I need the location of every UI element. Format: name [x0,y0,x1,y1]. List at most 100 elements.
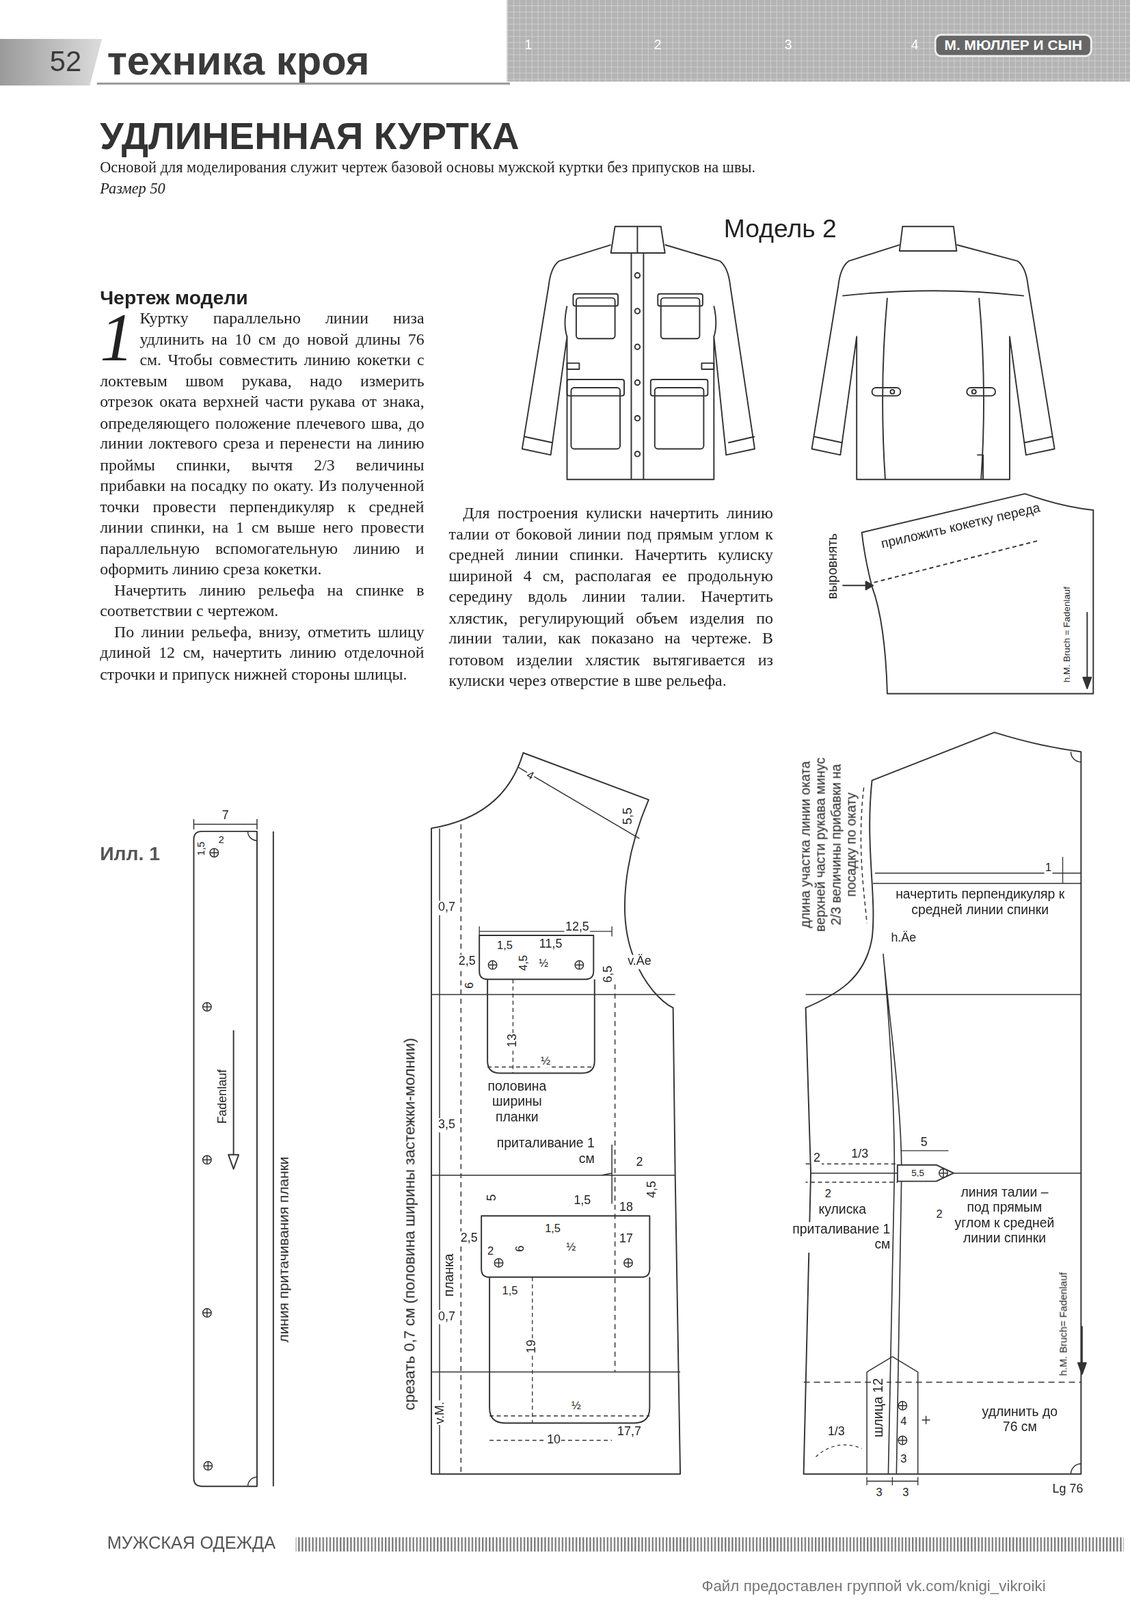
button-mark [488,960,497,969]
note-label: удлинить до 76 см [976,1404,1063,1435]
dimension-line [1062,856,1064,884]
note-label: Размер 50 [99,180,166,199]
notch-mark [203,1308,212,1317]
tab-fill [0,38,102,87]
chest-pocket [661,298,701,340]
note-label: планка [442,1252,458,1298]
arc-mark [816,1444,863,1457]
pocket-flap [650,379,709,396]
note-label: h.M. Bruch = Fadenlauf [1061,585,1072,683]
notch-mark [203,1461,212,1470]
notch-mark [203,1155,212,1164]
note-label: v.M. [433,1400,448,1425]
dimension-value: 2 [823,1186,832,1200]
dimension-value: 0,7 [437,1309,457,1325]
dimension-value: 3 [875,1485,884,1499]
jacket-placket [630,252,644,480]
dimension-value: 3 [899,1451,908,1465]
note-label: МУЖСКАЯ ОДЕЖДА [107,1532,277,1553]
note-label: Основой для моделирования служит чертеж … [99,159,756,178]
note-label: Чертеж модели [99,286,249,309]
button [972,389,977,394]
dimension-value: 1,5 [544,1221,562,1235]
note-label: h.M. Bruch= Fadenlauf [1057,1270,1070,1377]
button [635,451,640,456]
right-angle-mark [248,831,258,1487]
dimension-value: 17 [618,1231,635,1247]
yoke-line [518,767,640,839]
back-tab [872,387,901,396]
dimension-value: 3 [784,38,793,54]
button [635,380,640,385]
body-paragraph: Для построения кулиски начертить линию т… [448,502,773,691]
dimension-value: 2 [635,1155,644,1170]
dimension-value: 4 [523,767,538,783]
dimension-value: 19 [525,1338,540,1355]
notch-mark [209,848,219,857]
dimension-value: 18 [618,1200,635,1215]
jacket-back-seams [814,290,1053,480]
note-label: Модель 2 [723,213,837,244]
align-arrow [842,584,866,586]
dimension-value: 11,5 [537,937,564,952]
jacket-front-outline [522,244,755,480]
jacket-collar [899,226,958,251]
note-label: v.Äe [626,954,653,970]
body-paragraph: По линии рельефа, внизу, отметить шлицу … [99,621,424,685]
dimension-value: ½ [565,1240,577,1254]
dimension-value: 1,5 [194,840,207,857]
arrow-head [228,1154,239,1169]
dimension-value: 6 [462,980,476,990]
right-angle-mark [1070,751,1081,1474]
arrow-head [866,581,873,590]
button-mark [624,1258,633,1267]
lower-pocket [489,1276,650,1423]
jacket-seams [524,306,755,443]
note-label: линия притачивания планки [275,1155,292,1344]
old-hem-line [803,1381,1082,1383]
note-label: приталивание 1 см [783,1221,892,1253]
publisher-badge: М. МЮЛЛЕР И СЫН [934,33,1093,57]
note-label: h.Äe [890,931,918,946]
jacket-back-outline [812,244,1055,480]
note-label: начертить перпендикуляр к средней линии … [883,887,1077,919]
grain-arrow [1086,611,1088,683]
pocket-flap [481,1215,650,1277]
dimension-value: 4 [899,1414,908,1428]
dimension-value: 2,5 [457,954,477,970]
dimension-line [901,1149,949,1151]
step-number: 1 [99,308,134,368]
dimension-value: 5,5 [910,1167,926,1178]
pocket-flap [572,293,618,307]
note-label: приталивание 1 см [487,1136,596,1167]
note-label: срезать 0,7 см (половина ширины застежки… [399,1036,418,1411]
dimension-value: ½ [537,956,550,970]
dimension-value: 1/3 [850,1147,870,1163]
dimension-value: 12,5 [563,920,590,935]
dimension-value: 17,7 [616,1424,643,1439]
note-label: Илл. 1 [99,842,160,865]
body-paragraph: Начертить линию рельефа на спинке в соот… [99,579,424,622]
casing [805,1163,898,1182]
body-paragraph: Куртку параллельно линии низа удлинить н… [99,308,424,581]
dimension-value: 2 [654,38,662,54]
button-mark [494,1258,503,1267]
button [635,272,640,278]
dimension-value: 4 [911,38,919,54]
note-label: Fadenlauf [216,1067,231,1125]
note-label: Lg 76 [1052,1482,1084,1497]
waist-tab [566,362,580,370]
seam-line [272,831,275,1487]
dimension-value: 6,5 [601,964,616,984]
button [890,389,895,394]
button-mark [574,960,584,969]
dimension-value: 2 [812,1151,822,1166]
chest-pocket [487,978,595,1073]
arrow-head [1082,677,1092,689]
dimension-value: 1 [524,38,532,54]
dimension-value: 5 [485,1192,500,1202]
lower-pocket [654,387,705,450]
page-number: 52 [49,46,82,78]
dimension-value: ½ [540,1054,552,1068]
